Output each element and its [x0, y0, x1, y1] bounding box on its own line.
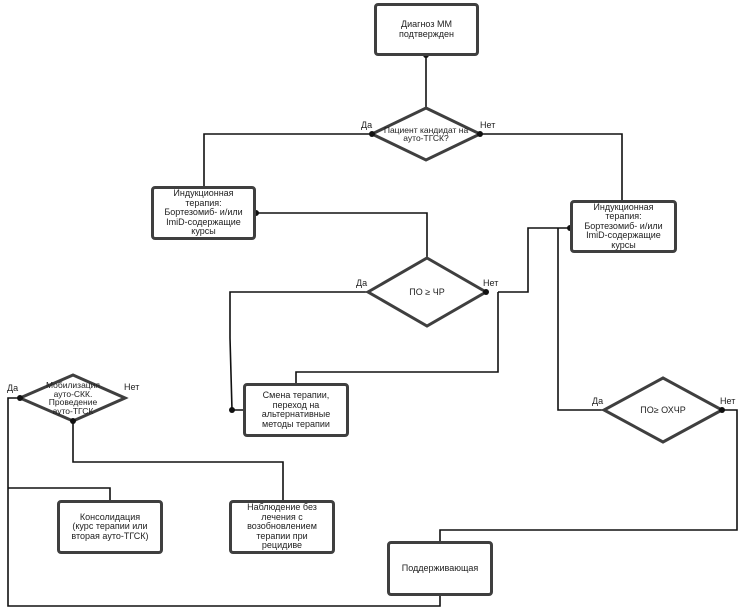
- induction-right-box: Индукционная терапия: Бортезомиб- и/или …: [570, 200, 677, 253]
- change-therapy-box: Смена терапии, переход на альтернативные…: [243, 383, 349, 437]
- candidate-no-label: Нет: [480, 120, 496, 130]
- observation-box: Наблюдение без лечения с возобновлением …: [229, 500, 335, 554]
- induction-left-box: Индукционная терапия: Бортезомиб- и/или …: [151, 186, 256, 240]
- mobilization-yes-label: Да: [7, 383, 19, 393]
- diagnosis-box: Диагноз ММ подтвержден: [374, 3, 479, 56]
- connector-lines: [7, 55, 738, 607]
- mobilization-no-label: Нет: [124, 382, 140, 392]
- response-pr-decision-shape: [364, 256, 490, 328]
- candidate-decision-shape: [368, 106, 484, 162]
- consolidation-box: Консолидация (курс терапии или вторая ау…: [57, 500, 163, 554]
- response-vgpr-yes-label: Да: [592, 396, 604, 406]
- response-vgpr-decision-text: ПО≥ ОХЧР: [640, 404, 686, 415]
- mobilization-decision-text: Мобилизация ауто-СКК. Проведение ауто-ТГ…: [45, 380, 101, 416]
- response-pr-yes-label: Да: [356, 278, 368, 288]
- response-pr-no-label: Нет: [483, 278, 499, 288]
- candidate-decision-text: Пациент кандидат на ауто-ТГСК?: [383, 124, 469, 143]
- candidate-yes-label: Да: [361, 120, 373, 130]
- maintenance-box: Поддерживающая: [387, 541, 493, 596]
- response-vgpr-no-label: Нет: [720, 396, 736, 406]
- response-pr-decision-text: ПО ≥ ЧР: [409, 286, 445, 297]
- response-vgpr-decision-shape: [600, 376, 726, 444]
